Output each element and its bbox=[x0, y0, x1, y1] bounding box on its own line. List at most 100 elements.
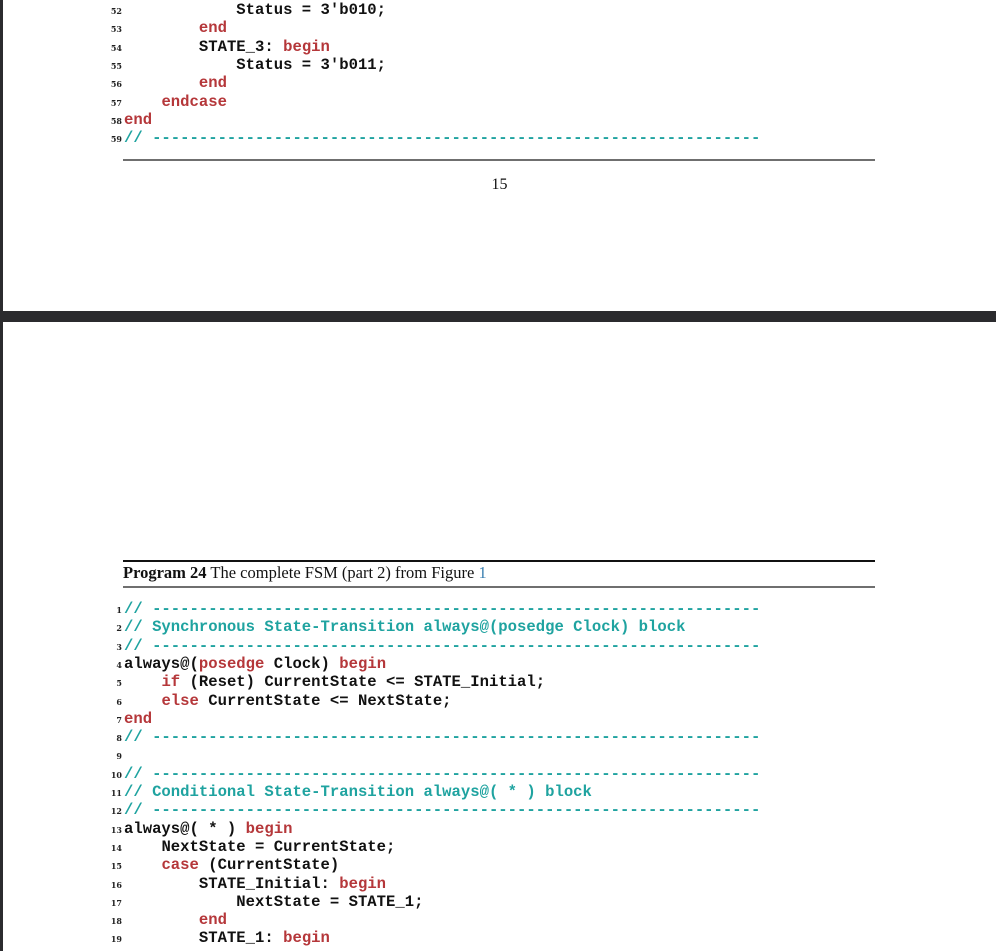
comment-token: // -------------------------------------… bbox=[124, 801, 761, 820]
line-number: 17 bbox=[110, 897, 122, 908]
line-number: 1 bbox=[116, 605, 122, 615]
line-number: 4 bbox=[116, 659, 122, 670]
code-text: if (Reset) CurrentState <= STATE_Initial… bbox=[124, 673, 545, 691]
caption-rule-top bbox=[123, 560, 875, 562]
line-number: 18 bbox=[110, 916, 122, 927]
viewer-left-border bbox=[0, 0, 3, 951]
caption-text: The complete FSM (part 2) from Figure bbox=[206, 563, 479, 582]
page-separator bbox=[0, 311, 996, 322]
line-number: 6 bbox=[116, 696, 122, 707]
keyword-token: else bbox=[161, 691, 199, 710]
keyword-token: begin bbox=[283, 929, 330, 948]
comment-token: // Synchronous State-Transition always@(… bbox=[124, 618, 686, 637]
keyword-token: end bbox=[198, 911, 227, 930]
line-number: 2 bbox=[116, 623, 122, 634]
line-number: 12 bbox=[110, 806, 122, 817]
code-line: 3// ------------------------------------… bbox=[3, 637, 996, 655]
pdf-page-16: Program 24 The complete FSM (part 2) fro… bbox=[3, 322, 996, 951]
line-number: 3 bbox=[116, 641, 122, 652]
code-line: 54 STATE_3: begin bbox=[3, 38, 996, 56]
code-line: 8// ------------------------------------… bbox=[3, 728, 996, 746]
code-line: 15 case (CurrentState) bbox=[3, 856, 996, 874]
code-text: STATE_1: begin bbox=[124, 929, 330, 947]
code-text: always@( * ) begin bbox=[124, 820, 292, 838]
code-line: 57 endcase bbox=[3, 93, 996, 111]
code-token: STATE_Initial: bbox=[198, 874, 340, 893]
code-token: NextState = STATE_1; bbox=[236, 892, 424, 911]
code-token: Status = 3'b010; bbox=[236, 1, 387, 19]
code-line: 19 STATE_1: begin bbox=[3, 929, 996, 947]
code-text: // -------------------------------------… bbox=[124, 801, 760, 819]
keyword-token: end bbox=[198, 19, 227, 38]
code-line: 52 Status = 3'b010; bbox=[3, 1, 996, 19]
comment-token: // -------------------------------------… bbox=[124, 636, 761, 655]
keyword-token: begin bbox=[339, 654, 387, 673]
code-text: end bbox=[124, 710, 152, 728]
comment-token: // -------------------------------------… bbox=[124, 728, 761, 747]
program-caption: Program 24 The complete FSM (part 2) fro… bbox=[123, 563, 487, 583]
keyword-token: endcase bbox=[161, 92, 227, 111]
line-number: 59 bbox=[110, 134, 122, 145]
code-text: // -------------------------------------… bbox=[124, 129, 760, 147]
line-number: 7 bbox=[116, 714, 122, 725]
code-line: 53 end bbox=[3, 19, 996, 37]
code-line: 16 STATE_Initial: begin bbox=[3, 875, 996, 893]
code-text: case (CurrentState) bbox=[124, 856, 339, 874]
code-line: 9 bbox=[3, 746, 996, 764]
code-line: 11// Conditional State-Transition always… bbox=[3, 783, 996, 801]
line-number: 15 bbox=[110, 861, 122, 872]
code-token: STATE_3: bbox=[198, 37, 284, 56]
line-number: 14 bbox=[110, 842, 122, 853]
code-text: // -------------------------------------… bbox=[124, 728, 760, 746]
line-number: 11 bbox=[110, 788, 122, 798]
line-number: 10 bbox=[110, 769, 122, 780]
code-text: // Synchronous State-Transition always@(… bbox=[124, 618, 685, 636]
code-text: always@(posedge Clock) begin bbox=[124, 655, 386, 673]
line-number: 5 bbox=[116, 678, 122, 689]
keyword-token: begin bbox=[339, 874, 387, 893]
code-token: (CurrentState) bbox=[198, 856, 340, 875]
code-text: Status = 3'b011; bbox=[124, 56, 386, 74]
line-number: 19 bbox=[110, 934, 122, 945]
code-text: STATE_Initial: begin bbox=[124, 875, 386, 893]
line-number: 13 bbox=[110, 824, 122, 835]
code-text: end bbox=[124, 111, 152, 129]
line-number: 16 bbox=[110, 879, 122, 890]
page-number: 15 bbox=[491, 176, 508, 193]
keyword-token: begin bbox=[283, 37, 330, 56]
code-text: NextState = CurrentState; bbox=[124, 838, 395, 856]
caption-rule-bottom bbox=[123, 586, 875, 588]
code-text: end bbox=[124, 19, 227, 37]
code-token: always@( bbox=[124, 654, 199, 673]
comment-token: // -------------------------------------… bbox=[124, 764, 761, 783]
code-text: else CurrentState <= NextState; bbox=[124, 691, 451, 710]
code-line: 12// -----------------------------------… bbox=[3, 801, 996, 819]
code-token: (Reset) CurrentState <= STATE_Initial; bbox=[180, 673, 546, 692]
code-text: endcase bbox=[124, 93, 227, 111]
code-line: 56 end bbox=[3, 74, 996, 92]
keyword-token: begin bbox=[245, 819, 293, 838]
code-line: 59// -----------------------------------… bbox=[3, 129, 996, 147]
line-number: 8 bbox=[116, 733, 122, 744]
code-text: Status = 3'b010; bbox=[124, 1, 386, 19]
code-text: end bbox=[124, 911, 227, 929]
line-number: 56 bbox=[110, 79, 122, 90]
code-text: // -------------------------------------… bbox=[124, 765, 760, 783]
line-number: 57 bbox=[110, 97, 122, 108]
code-text: end bbox=[124, 74, 227, 92]
code-line: 2// Synchronous State-Transition always@… bbox=[3, 618, 996, 636]
code-text: STATE_3: begin bbox=[124, 38, 330, 56]
code-token: NextState = CurrentState; bbox=[161, 837, 396, 856]
comment-token: // -------------------------------------… bbox=[124, 129, 761, 148]
code-text: // -------------------------------------… bbox=[124, 600, 760, 618]
code-token: STATE_1: bbox=[198, 929, 284, 948]
caption-label: Program 24 bbox=[123, 563, 207, 582]
keyword-token: case bbox=[161, 856, 199, 875]
line-number: 53 bbox=[110, 24, 122, 35]
figure-reference-link[interactable]: 1 bbox=[478, 563, 487, 582]
